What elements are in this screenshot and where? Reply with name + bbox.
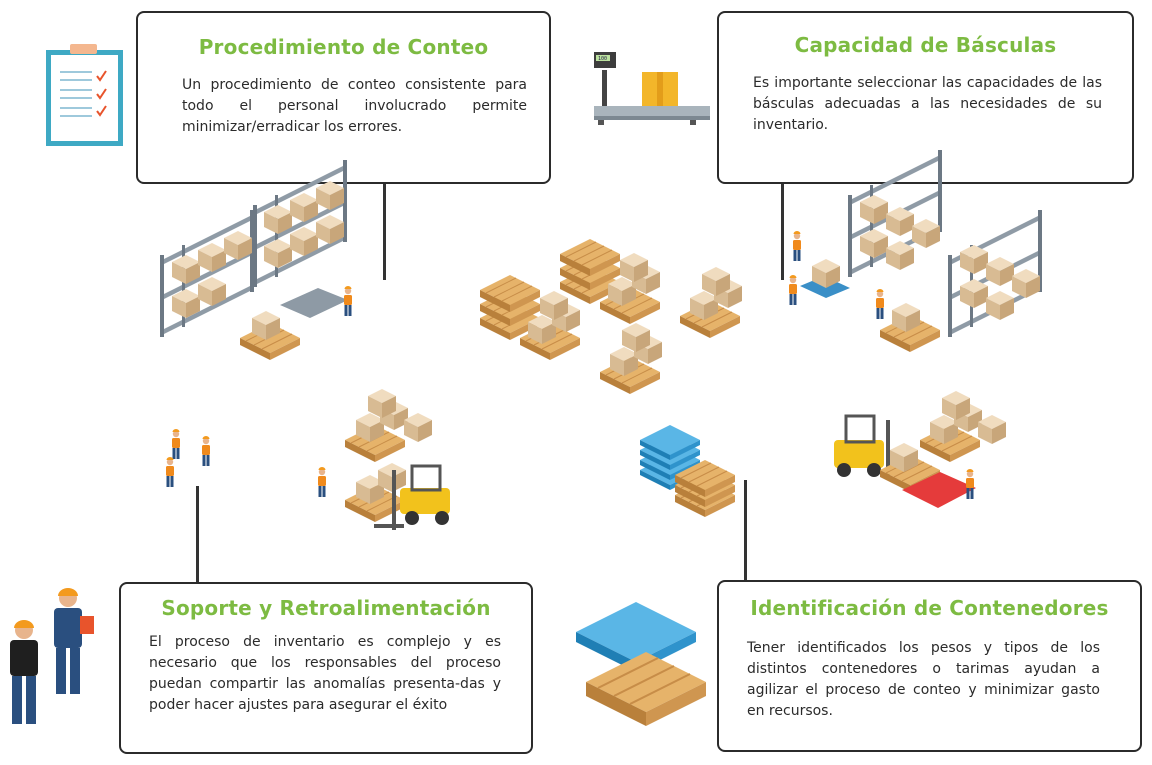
connector-line bbox=[781, 184, 784, 280]
card-capacidad-basculas: Capacidad de Básculas Es importante sele… bbox=[717, 11, 1134, 184]
scale-display: 100 bbox=[598, 56, 607, 62]
card-text: El proceso de inventario es complejo y e… bbox=[149, 634, 501, 713]
card-identificacion-contenedores: Identificación de Contenedores Tener ide… bbox=[717, 580, 1142, 752]
card-text: Un procedimiento de conteo consistente p… bbox=[182, 77, 527, 135]
checklist-icon bbox=[46, 44, 123, 146]
bench-scale-icon: 100 bbox=[594, 52, 710, 125]
pallet-icon bbox=[576, 602, 707, 727]
connector-line bbox=[744, 480, 747, 580]
card-title: Soporte y Retroalimentación bbox=[161, 596, 491, 620]
card-text: Es importante seleccionar las capacidade… bbox=[753, 75, 1102, 133]
card-procedimiento-conteo: Procedimiento de Conteo Un procedimiento… bbox=[136, 11, 551, 184]
connector-line bbox=[196, 486, 199, 582]
card-title: Procedimiento de Conteo bbox=[198, 35, 489, 59]
connector-line bbox=[383, 184, 386, 280]
card-text: Tener identificados los pesos y tipos de… bbox=[747, 640, 1100, 719]
card-title: Identificación de Contenedores bbox=[750, 596, 1109, 620]
card-soporte-retroalimentacion: Soporte y Retroalimentación El proceso d… bbox=[119, 582, 533, 754]
card-title: Capacidad de Básculas bbox=[794, 33, 1057, 57]
red-floor-scale bbox=[902, 472, 976, 508]
forklift bbox=[374, 464, 450, 530]
forklift bbox=[834, 414, 890, 480]
workers-icon bbox=[10, 588, 94, 724]
floor-scale bbox=[280, 288, 348, 318]
pallet-stacks bbox=[479, 238, 742, 395]
blue-pallet-stack bbox=[640, 425, 736, 518]
